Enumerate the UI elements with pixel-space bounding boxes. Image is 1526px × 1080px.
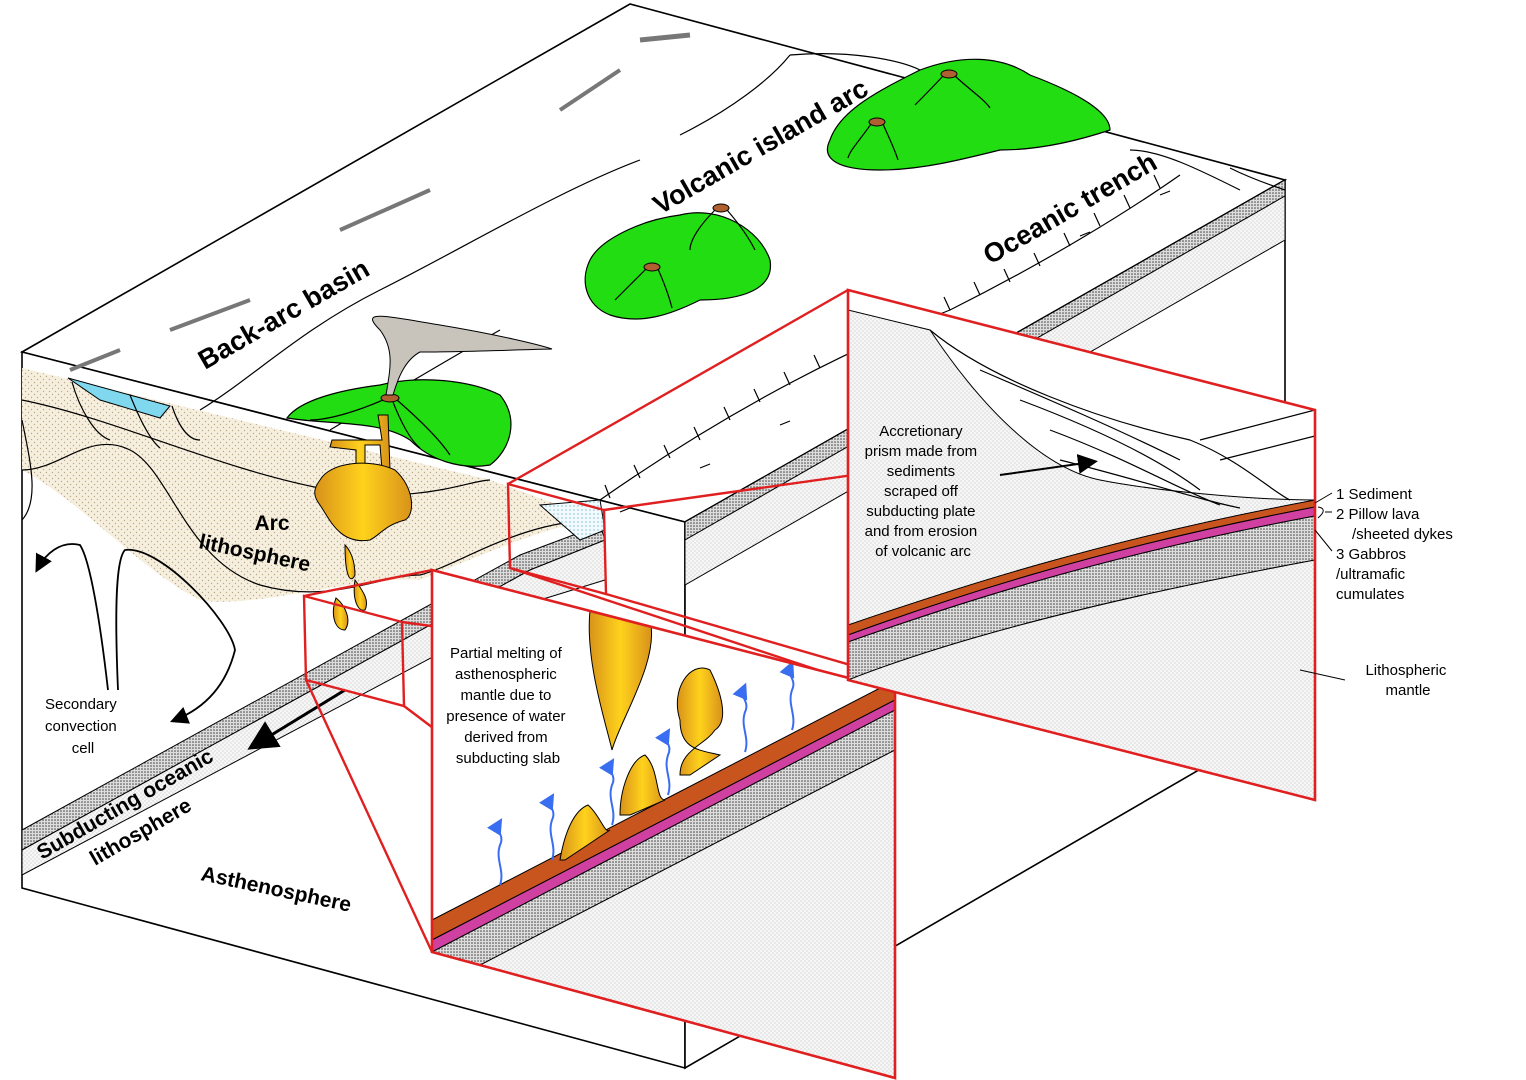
island-arc-far — [826, 58, 1111, 171]
magma-chamber — [314, 462, 413, 542]
label-layer-1: 1 Sediment — [1336, 486, 1413, 503]
island-arc-near — [285, 379, 512, 467]
inset-partial-melting — [430, 568, 897, 1080]
label-arc-lithosphere: Arc — [254, 512, 289, 535]
label-lithospheric-mantle: Lithospheric mantle — [1365, 662, 1450, 699]
label-accretionary-prism: Accretionary prism made from sediments s… — [865, 423, 982, 560]
arc-lithosphere-section — [22, 368, 600, 602]
label-partial-melting: Partial melting of asthenospheric mantle… — [446, 645, 569, 767]
island-arc-middle — [584, 212, 771, 320]
label-layer-3: 3 Gabbros /ultramafic cumulates — [1336, 546, 1410, 603]
label-layer-2: 2 Pillow lava /sheeted dykes — [1336, 506, 1453, 543]
label-secondary-convection-cell: Secondary convection cell — [45, 696, 121, 757]
ash-plume — [372, 315, 553, 396]
back-arc-water — [67, 377, 171, 419]
